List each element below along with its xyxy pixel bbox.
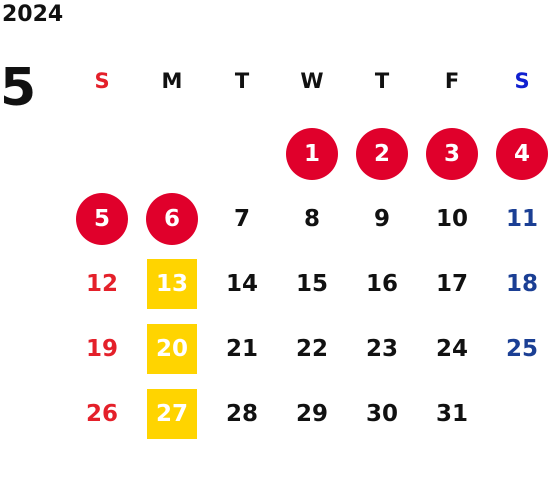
day-number: 31: [435, 400, 468, 427]
weekday-label: T: [234, 69, 250, 93]
weekday-label: W: [300, 69, 324, 93]
day-cell[interactable]: 6: [137, 186, 207, 251]
weekday-label: T: [374, 69, 390, 93]
day-cell[interactable]: [207, 121, 277, 186]
highlighted-day-number: 27: [147, 388, 197, 439]
day-number: 28: [225, 400, 258, 427]
weekday-wed: W: [277, 56, 347, 106]
day-number: 17: [435, 270, 468, 297]
weekday-label: M: [161, 69, 183, 93]
day-number: 10: [435, 205, 468, 232]
weekday-mon: M: [137, 56, 207, 106]
weekday-tue: T: [207, 56, 277, 106]
day-cell[interactable]: 5: [67, 186, 137, 251]
day-cell[interactable]: 9: [347, 186, 417, 251]
day-number: 24: [435, 335, 468, 362]
day-cell[interactable]: [487, 381, 548, 446]
day-cell[interactable]: 4: [487, 121, 548, 186]
day-number: 15: [295, 270, 328, 297]
day-cell[interactable]: 29: [277, 381, 347, 446]
day-number: 21: [225, 335, 258, 362]
holiday-day-number: 1: [286, 127, 338, 180]
day-number: 22: [295, 335, 328, 362]
highlighted-day-number: 20: [147, 323, 197, 374]
day-cell[interactable]: 11: [487, 186, 548, 251]
weekday-label: F: [444, 69, 460, 93]
day-number: 18: [505, 270, 538, 297]
day-cell[interactable]: [67, 121, 137, 186]
day-cell[interactable]: 7: [207, 186, 277, 251]
day-cell[interactable]: 1: [277, 121, 347, 186]
day-cell[interactable]: 3: [417, 121, 487, 186]
day-cell[interactable]: 28: [207, 381, 277, 446]
day-cell[interactable]: 26: [67, 381, 137, 446]
day-number: 7: [233, 205, 250, 232]
day-cell[interactable]: 10: [417, 186, 487, 251]
day-number: 29: [295, 400, 328, 427]
day-cell[interactable]: 12: [67, 251, 137, 316]
day-cell[interactable]: 20: [137, 316, 207, 381]
day-number: 19: [85, 335, 118, 362]
day-cell[interactable]: 27: [137, 381, 207, 446]
day-number: 11: [505, 205, 538, 232]
year-label: 2024: [2, 2, 64, 27]
day-cell[interactable]: 13: [137, 251, 207, 316]
day-cell[interactable]: 22: [277, 316, 347, 381]
day-cell[interactable]: 31: [417, 381, 487, 446]
holiday-day-number: 3: [426, 127, 478, 180]
day-cell[interactable]: 16: [347, 251, 417, 316]
weekday-thu: T: [347, 56, 417, 106]
day-number: 16: [365, 270, 398, 297]
day-cell[interactable]: [137, 121, 207, 186]
day-number: 9: [373, 205, 390, 232]
day-cell[interactable]: 25: [487, 316, 548, 381]
day-number: 23: [365, 335, 398, 362]
day-cell[interactable]: 23: [347, 316, 417, 381]
day-cell[interactable]: 21: [207, 316, 277, 381]
day-cell[interactable]: 14: [207, 251, 277, 316]
weekday-label: S: [514, 69, 530, 93]
highlighted-day-number: 13: [147, 258, 197, 309]
holiday-day-number: 6: [146, 192, 198, 245]
day-number: 12: [85, 270, 118, 297]
weekday-label: S: [94, 69, 110, 93]
day-cell[interactable]: 24: [417, 316, 487, 381]
day-number: 14: [225, 270, 258, 297]
day-cell[interactable]: 18: [487, 251, 548, 316]
day-cell[interactable]: 15: [277, 251, 347, 316]
day-number: 8: [303, 205, 320, 232]
calendar-grid: S M T W T F S 1 2 3 4 5 6 7 8 9 10 11 12…: [67, 56, 548, 446]
holiday-day-number: 2: [356, 127, 408, 180]
day-cell[interactable]: 8: [277, 186, 347, 251]
day-cell[interactable]: 19: [67, 316, 137, 381]
holiday-day-number: 5: [76, 192, 128, 245]
day-number: 26: [85, 400, 118, 427]
day-number: 30: [365, 400, 398, 427]
month-number: 5: [0, 58, 37, 118]
day-number: 25: [505, 335, 538, 362]
weekday-sat: S: [487, 56, 548, 106]
day-cell[interactable]: 30: [347, 381, 417, 446]
day-cell[interactable]: 17: [417, 251, 487, 316]
weekday-fri: F: [417, 56, 487, 106]
day-cell[interactable]: 2: [347, 121, 417, 186]
weekday-sun: S: [67, 56, 137, 106]
holiday-day-number: 4: [496, 127, 548, 180]
